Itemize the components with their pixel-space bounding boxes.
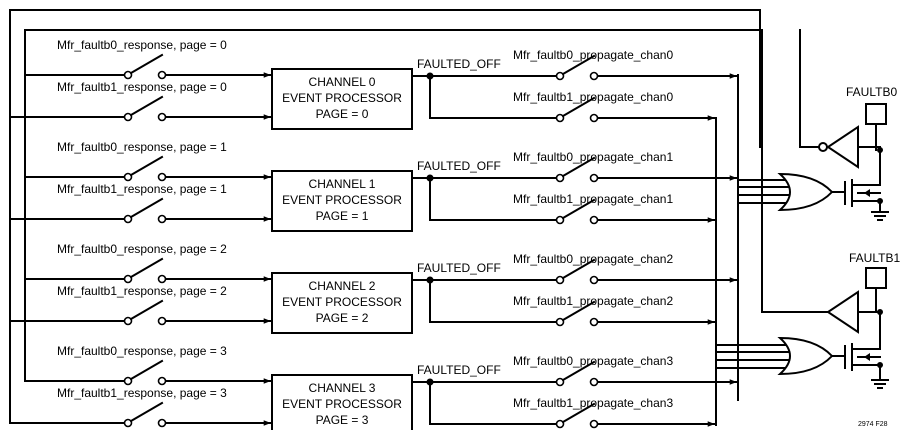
input-buffer-faultb1 [761,290,881,334]
propagate0-label: Mfr_faultb0_propagate_chan3 [513,354,673,368]
event-processor-box [271,272,413,334]
faultb1-pin-label: FAULTB1 [849,251,900,265]
faulted-off-label: FAULTED_OFF [417,363,501,377]
propagate0-switch [555,54,599,81]
response0-switch [123,53,167,80]
propagate0-label: Mfr_faultb0_propagate_chan0 [513,48,673,62]
faultb0-pin: FAULTB0 [846,85,897,151]
box-page: PAGE = 0 [316,107,369,121]
response0-switch [123,359,167,386]
nmos-transistor-faultb1 [844,309,889,389]
propagate1-switch [555,402,599,429]
response1-label: Mfr_faultb1_response, page = 1 [57,182,227,196]
event-processor-box [271,374,413,430]
event-processor-box [271,170,413,232]
channel-3-group: Mfr_faultb0_response, page = 3 Mfr_faultb… [9,344,737,430]
input-buffer-faultb0 [799,29,881,169]
response0-label: Mfr_faultb0_response, page = 3 [57,344,227,358]
propagate1-label: Mfr_faultb1_propagate_chan1 [513,192,673,206]
propagate0-switch [555,156,599,183]
faultb0-pin-label: FAULTB0 [846,85,897,99]
faulted-off-branch [429,279,557,323]
or-gate-faultb0 [737,172,846,212]
box-subtitle: EVENT PROCESSOR [282,91,402,105]
response0-label: Mfr_faultb0_response, page = 0 [57,38,227,52]
faulted-off-branch [429,381,557,425]
channel-0-group: Mfr_faultb0_response, page = 0 Mfr_faultb… [9,38,737,130]
propagate1-label: Mfr_faultb1_propagate_chan2 [513,294,673,308]
box-title: CHANNEL 1 [309,177,376,191]
box-title: CHANNEL 3 [309,381,376,395]
faulted-off-branch [429,177,557,221]
faulted-off-label: FAULTED_OFF [417,57,501,71]
faulted-off-label: FAULTED_OFF [417,261,501,275]
response0-switch [123,257,167,284]
response0-label: Mfr_faultb0_response, page = 1 [57,140,227,154]
propagate1-label: Mfr_faultb1_propagate_chan3 [513,396,673,410]
response1-switch [123,197,167,224]
box-subtitle: EVENT PROCESSOR [282,193,402,207]
response1-label: Mfr_faultb1_response, page = 2 [57,284,227,298]
box-page: PAGE = 3 [316,413,369,427]
propagate0-label: Mfr_faultb0_propagate_chan2 [513,252,673,266]
faulted-off-label: FAULTED_OFF [417,159,501,173]
response0-label: Mfr_faultb0_response, page = 2 [57,242,227,256]
box-subtitle: EVENT PROCESSOR [282,295,402,309]
box-title: CHANNEL 2 [309,279,376,293]
nmos-transistor-faultb0 [844,147,889,221]
faultb1-feedback-wire [24,29,763,381]
response1-label: Mfr_faultb1_response, page = 0 [57,80,227,94]
response1-switch [123,95,167,122]
or-gate-faultb1 [715,336,846,376]
response1-switch [123,299,167,326]
channel-groups: Mfr_faultb0_response, page = 0 Mfr_faultb… [9,38,737,430]
figure-id: 2974 F28 [858,421,888,428]
response1-label: Mfr_faultb1_response, page = 3 [57,386,227,400]
box-page: PAGE = 2 [316,311,369,325]
faultb1-pin: FAULTB1 [849,251,900,313]
propagate0-label: Mfr_faultb0_propagate_chan1 [513,150,673,164]
box-page: PAGE = 1 [316,209,369,223]
faultb0-feedback-wire [9,9,761,424]
propagate0-switch [555,360,599,387]
event-processor-box [271,68,413,130]
response1-switch [123,401,167,428]
propagate1-label: Mfr_faultb1_propagate_chan0 [513,90,673,104]
box-subtitle: EVENT PROCESSOR [282,397,402,411]
channel-1-group: Mfr_faultb0_response, page = 1 Mfr_faultb… [9,140,737,232]
faulted-off-branch [429,75,557,119]
propagate1-switch [555,300,599,327]
propagate1-switch [555,96,599,123]
box-title: CHANNEL 0 [309,75,376,89]
response0-switch [123,155,167,182]
channel-2-group: Mfr_faultb0_response, page = 2 Mfr_faultb… [9,242,737,334]
